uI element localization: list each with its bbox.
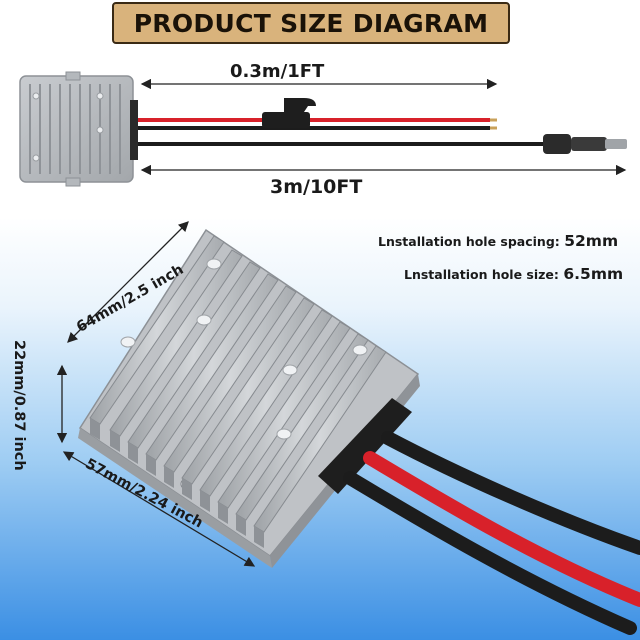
hole-spacing-value: 52mm [564,232,619,250]
hole-size-value: 6.5mm [563,265,624,283]
width-arrow [62,451,256,567]
length-arrow [67,221,189,343]
long-cable-length-label: 3m/10FT [270,176,363,198]
title-banner: PRODUCT SIZE DIAGRAM [112,2,510,44]
hole-size-spec: Lnstallation hole size: 6.5mm [404,265,623,284]
hole-size-label: Lnstallation hole size: [404,267,559,282]
hole-spacing-spec: Lnstallation hole spacing: 52mm [378,232,618,251]
height-dimension-label: 22mm/0.87 inch [11,340,27,471]
short-cable-length-label: 0.3m/1FT [230,61,325,82]
isometric-cables [343,431,640,635]
top-view-converter [19,71,138,187]
dc-connector-icon [543,134,627,154]
top-cables [138,98,627,154]
page-title: PRODUCT SIZE DIAGRAM [133,8,489,38]
fuse-holder-icon [262,98,316,128]
hole-spacing-label: Lnstallation hole spacing: [378,234,560,249]
